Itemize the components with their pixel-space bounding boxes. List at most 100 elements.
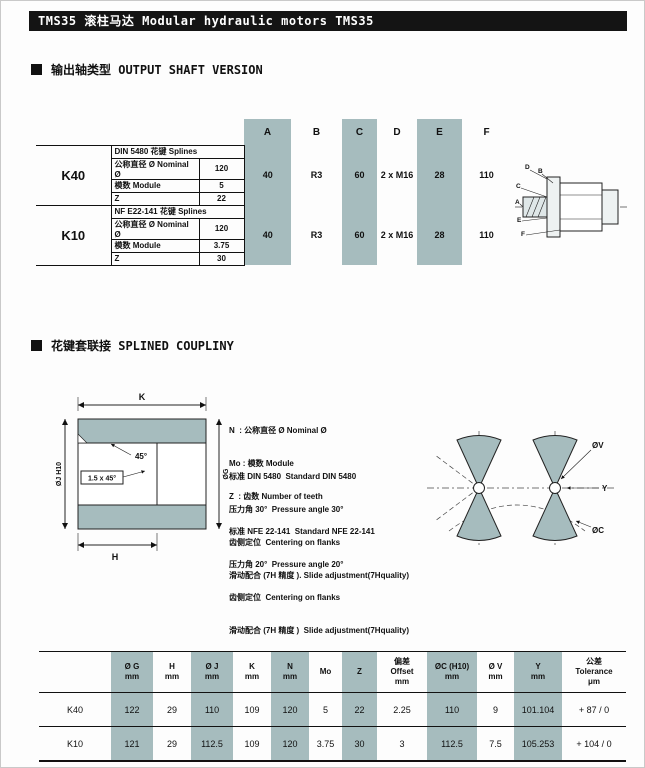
shaft-version-table: A B C D E F K40 DIN 5480 花键 Splines 40 R… <box>36 119 511 266</box>
value-C-k40: 60 <box>342 145 377 205</box>
cell-n-k40: 120 <box>271 692 309 727</box>
spec-module-k40: 模数 Module <box>110 178 200 193</box>
cell-og-k10: 121 <box>111 726 153 762</box>
spec-z-k40-value: 22 <box>198 191 245 206</box>
corner-cell <box>39 651 111 693</box>
section-output-shaft-heading: 输出轴类型 OUTPUT SHAFT VERSION <box>31 61 263 78</box>
row-label-k10: K10 <box>39 726 111 762</box>
cell-oc-k40: 110 <box>427 692 477 727</box>
cell-h-k40: 29 <box>153 692 191 727</box>
cell-ov-k40: 9 <box>477 692 514 727</box>
cell-oc-k10: 112.5 <box>427 726 477 762</box>
value-B-k10: R3 <box>310 230 323 240</box>
cell-y-k10: 105.253 <box>514 726 562 762</box>
dim-oc-label: ØC <box>592 526 604 535</box>
col-header-A: A <box>244 119 291 145</box>
col-header-B: B <box>312 126 321 138</box>
row-label-k40: K40 <box>36 144 111 206</box>
legend-line: N : 公称直径 Ø Nominal Ø <box>229 426 327 435</box>
spec-nominal-k10-value: 120 <box>198 217 245 240</box>
spec-standard-k10: NF E22-141 花键 Splines <box>110 204 245 219</box>
cell-tolerance-k40: + 87 / 0 <box>562 692 626 727</box>
value-E-k10: 28 <box>417 205 462 265</box>
flange-label-b: B <box>538 168 543 175</box>
cell-n-k10: 120 <box>271 726 309 762</box>
header-oc-h10: ØC (H10)mm <box>427 651 477 693</box>
cell-oj-k40: 110 <box>191 692 233 727</box>
cell-mo-k10: 3.75 <box>309 726 342 762</box>
nfe-line: 压力角 20° Pressure angle 20° <box>229 560 344 569</box>
chamfer-angle-label: 45° <box>135 452 147 461</box>
section-bullet-icon <box>31 64 42 75</box>
cell-y-k40: 101.104 <box>514 692 562 727</box>
flange-label-e: E <box>517 217 522 224</box>
flange-label-d: D <box>525 164 530 171</box>
chamfer-size-label: 1.5 x 45° <box>88 475 116 483</box>
dim-ov-label: ØV <box>592 441 604 450</box>
din-line: 齿侧定位 Centering on flanks <box>229 538 341 547</box>
header-z: Z <box>342 651 377 693</box>
row-label-k40: K40 <box>39 692 111 727</box>
value-F-k10: 110 <box>479 230 494 240</box>
spec-nominal-k40-value: 120 <box>198 157 245 180</box>
flange-label-c: C <box>516 183 521 190</box>
dim-h-label: H <box>112 552 119 562</box>
spec-z-k40: Z <box>110 191 200 206</box>
spec-module-k10-value: 3.75 <box>198 238 245 253</box>
value-A-k40: 40 <box>244 145 291 205</box>
table-row: K10 121 29 112.5 109 120 3.75 30 3 112.5… <box>39 726 626 762</box>
motor-flange-drawing: D B C A E F <box>515 164 629 238</box>
coupling-section-drawing: K 45° 1.5 x 45° ØJ H10 ØG H <box>56 392 230 562</box>
value-D-k10: 2 x M16 <box>380 230 414 240</box>
col-header-C: C <box>342 119 377 145</box>
legend-line: Z : 齿数 Number of teeth <box>229 492 323 501</box>
value-D-k40: 2 x M16 <box>380 170 414 180</box>
dim-oj-label: ØJ H10 <box>56 462 63 486</box>
cell-k-k10: 109 <box>233 726 271 762</box>
table-row: K40 122 29 110 109 120 5 22 2.25 110 9 1… <box>39 692 626 727</box>
spline-mesh-drawing: ØV Y ØC <box>427 431 615 545</box>
dim-y-label: Y <box>602 484 608 493</box>
header-mo: Mo <box>309 651 342 693</box>
legend-line: Mo : 模数 Module <box>229 459 294 468</box>
spec-module-k10: 模数 Module <box>110 238 200 253</box>
cell-oj-k10: 112.5 <box>191 726 233 762</box>
dim-og-label: ØG <box>223 468 230 479</box>
spline-legend: N : 公称直径 Ø Nominal Ø Mo : 模数 Module Z : … <box>229 403 327 524</box>
nfe-line: 标准 NFE 22-141 Standard NFE 22-141 <box>229 527 375 536</box>
col-header-D: D <box>393 126 401 138</box>
din-line: 标准 DIN 5480 Standard DIN 5480 <box>229 472 357 481</box>
spec-nominal-k40: 公称直径 Ø Nominal Ø <box>110 157 200 180</box>
col-header-F: F <box>483 126 490 138</box>
section-bullet-icon <box>31 340 42 351</box>
din-line: 滑动配合 (7H 精度 ). Slide adjustment(7Hqualit… <box>229 571 410 580</box>
nfe-standard-notes: 标准 NFE 22-141 Standard NFE 22-141 压力角 20… <box>229 504 409 658</box>
cell-h-k10: 29 <box>153 726 191 762</box>
row-label-k10: K10 <box>36 204 111 266</box>
value-A-k10: 40 <box>244 205 291 265</box>
flange-label-a: A <box>515 199 520 206</box>
cell-ov-k10: 7.5 <box>477 726 514 762</box>
spec-module-k40-value: 5 <box>198 178 245 193</box>
spec-standard-k40: DIN 5480 花键 Splines <box>110 144 245 159</box>
value-E-k40: 28 <box>417 145 462 205</box>
cell-og-k40: 122 <box>111 692 153 727</box>
page-title-bar: TMS35 滚柱马达 Modular hydraulic motors TMS3… <box>29 11 627 31</box>
cell-tolerance-k10: + 104 / 0 <box>562 726 626 762</box>
cell-offset-k40: 2.25 <box>377 692 427 727</box>
dim-k-label: K <box>139 392 146 402</box>
section-splined-coupling-heading: 花键套联接 SPLINED COUPLINY <box>31 337 234 354</box>
cell-mo-k40: 5 <box>309 692 342 727</box>
cell-z-k40: 22 <box>342 692 377 727</box>
